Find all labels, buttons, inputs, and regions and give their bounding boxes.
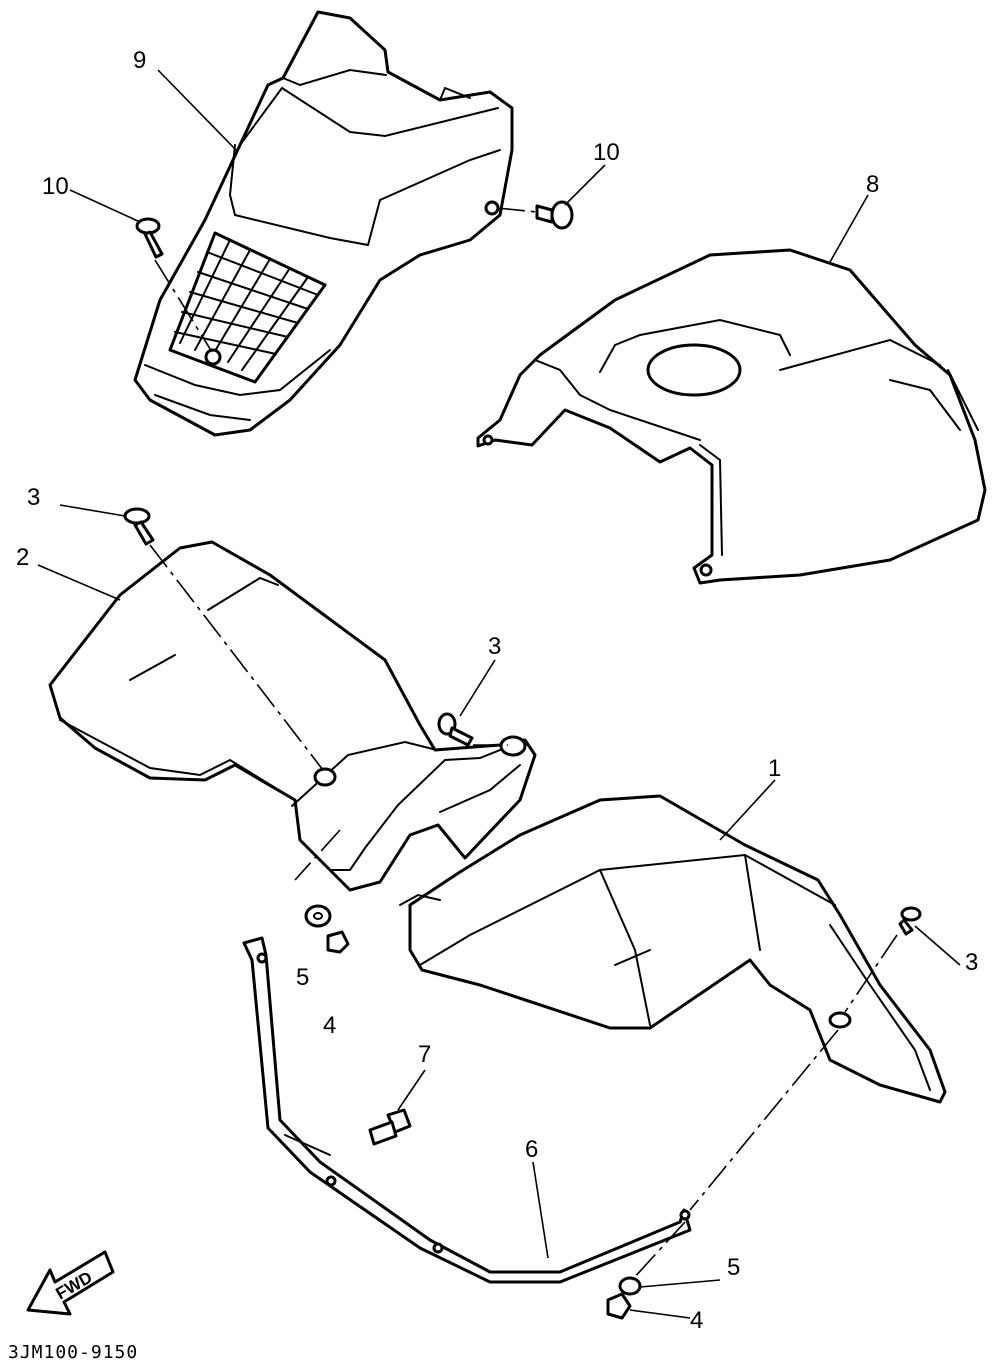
callout-4-upper: 4 [323,1012,336,1039]
callout-10-right: 10 [593,139,620,166]
callout-4-lower: 4 [690,1307,703,1334]
callout-8: 8 [866,171,879,198]
callout-5-upper: 5 [296,964,309,991]
leader-lines [37,69,961,1319]
part-1-front-fender [399,794,947,1104]
diagram-code: 3JM100-9150 [8,1342,138,1363]
callout-9: 9 [133,47,146,74]
part-2-rear-fender [48,540,537,892]
callout-2: 2 [16,544,29,571]
callout-labels: 9 10 10 8 3 2 3 1 3 5 4 7 6 5 4 [16,47,978,1334]
callout-5-lower: 5 [727,1254,740,1281]
forward-arrow: FWD [26,1250,115,1316]
callout-6: 6 [525,1136,538,1163]
callout-10-left: 10 [42,173,69,200]
part-6-fender-stay [242,936,692,1284]
part-9-front-cover [133,10,514,437]
part-8-tank-cover [476,248,987,585]
callout-3-upper: 3 [27,484,40,511]
callout-1: 1 [768,755,781,782]
callout-3-middle: 3 [488,633,501,660]
callout-3-right: 3 [965,949,978,976]
fasteners [123,200,922,1320]
callout-7: 7 [418,1041,431,1068]
